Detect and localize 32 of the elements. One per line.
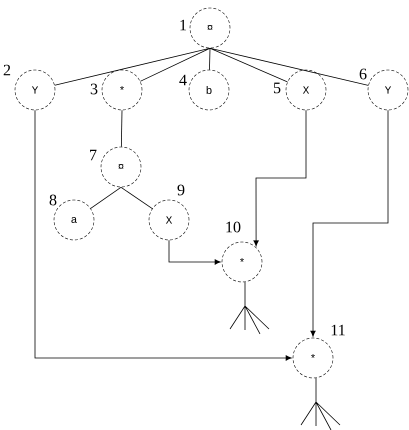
tree-node: *	[292, 338, 334, 378]
connector-line	[210, 48, 369, 86]
arrow	[253, 110, 306, 246]
node-number: 3	[90, 84, 98, 94]
tree-node: Y	[368, 70, 408, 110]
connector-line	[120, 186, 153, 209]
connector-line	[120, 110, 122, 148]
tree-node: X	[286, 70, 326, 110]
tree-node: X	[148, 200, 190, 240]
tree-node: *	[222, 242, 262, 282]
arrow	[310, 110, 388, 337]
node-number: 5	[274, 82, 280, 94]
connector-line	[90, 186, 122, 209]
node-number: 9	[178, 184, 184, 196]
arrow	[34, 110, 292, 361]
node-number: 6	[360, 68, 367, 80]
node-number: 10	[226, 222, 240, 232]
tree-node: ¤	[190, 8, 230, 48]
tree-node: b	[188, 70, 230, 110]
node-number: 1	[180, 20, 186, 30]
node-number: 11	[332, 324, 345, 336]
tree-node: ¤	[100, 146, 142, 188]
node-number: 2	[4, 64, 10, 76]
node-number: 7	[90, 150, 97, 160]
arrow	[168, 240, 221, 265]
connector-line	[209, 48, 210, 70]
tree-node: *	[102, 70, 142, 110]
connector-line	[210, 48, 288, 82]
connector-line	[54, 48, 210, 86]
node-number: 4	[179, 74, 187, 86]
tree-node: Y	[14, 70, 56, 110]
connector-line	[140, 48, 210, 82]
